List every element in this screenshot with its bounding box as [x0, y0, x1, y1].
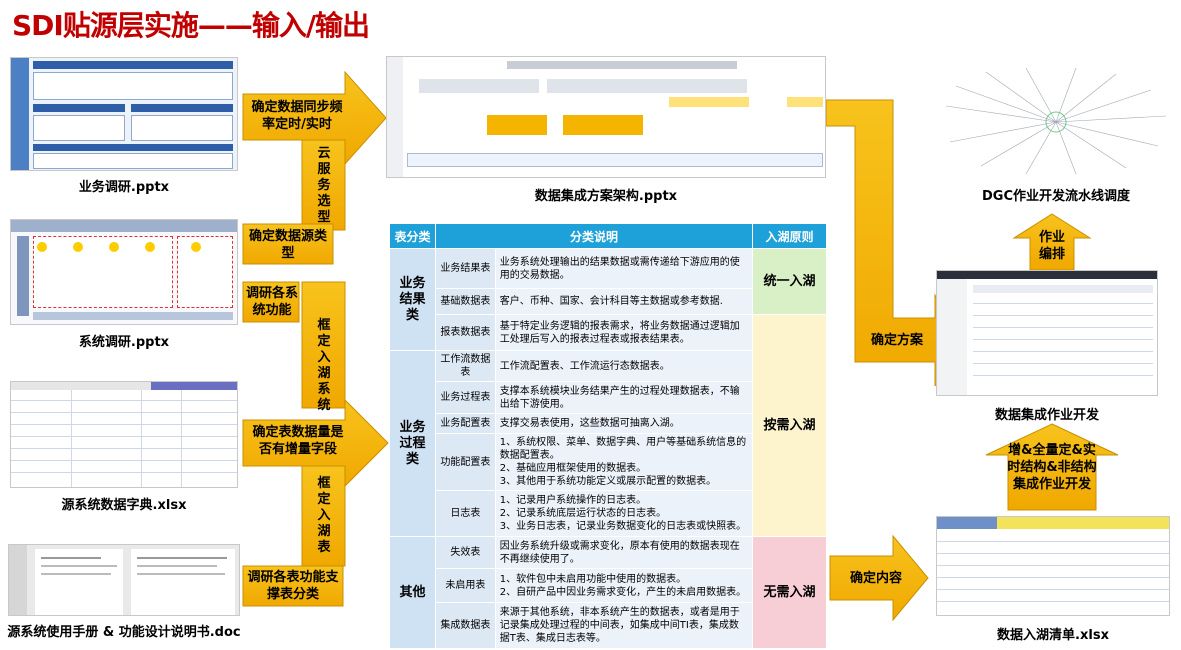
description: 基于特定业务逻辑的报表需求，将业务数据通过逻辑加工处理后写入的报表过程表或报表结…	[494, 314, 754, 351]
classify-tables-label: 调研各表功能支撑表分类	[247, 570, 339, 602]
description: 业务系统处理输出的结果数据或需传递给下游应用的使用的交易数据。	[494, 248, 754, 289]
description: 1、记录用户系统操作的日志表。 2、记录系统底层运行状态的日志表。 3、业务日志…	[494, 490, 754, 537]
system-research-caption: 系统调研.pptx	[78, 335, 170, 350]
rule-ondemand: 按需入湖	[752, 314, 827, 537]
determine-content-arrow	[829, 534, 929, 622]
incr-field-arrow	[242, 398, 389, 488]
sync-freq-arrow	[242, 70, 387, 166]
lake-list-caption: 数据入湖清单.xlsx	[997, 628, 1109, 643]
description: 因业务系统升级或需求变化，原本有使用的数据表现在不再继续使用了。	[494, 536, 754, 569]
table-row: 功能配置表 1、系统权限、菜单、数据字典、用户等基础系统信息的数据配置表。 2、…	[390, 433, 827, 491]
table-row: 日志表 1、记录用户系统操作的日志表。 2、记录系统底层运行状态的日志表。 3、…	[390, 490, 827, 537]
define-systems-bar	[301, 281, 346, 409]
description: 1、软件包中未启用功能中使用的数据表。 2、自研产品中因业务需求变化，产生的未启…	[494, 568, 754, 603]
subcategory: 功能配置表	[434, 433, 496, 491]
integration-dev-thumbnail	[936, 270, 1158, 396]
dgc-caption: DGC作业开发流水线调度	[981, 189, 1130, 204]
header-description: 分类说明	[434, 223, 754, 249]
description: 支撑交易表使用，这些数据可抽离入湖。	[494, 413, 754, 434]
subcategory: 业务配置表	[434, 413, 496, 434]
page-title: SDI贴源层实施——输入/输出	[12, 9, 370, 42]
header-category: 表分类	[389, 223, 436, 249]
description: 工作流配置表、工作流运行态数据表。	[494, 350, 754, 382]
dgc-pipeline-thumbnail	[945, 67, 1167, 175]
determine-content-label: 确定内容	[849, 571, 902, 586]
architecture-caption: 数据集成方案架构.pptx	[534, 189, 678, 204]
description: 来源于其他系统，非本系统产生的数据表，或者是用于记录集成处理过程的中间表，如集成…	[494, 602, 754, 649]
subcategory: 报表数据表	[434, 314, 496, 351]
business-research-thumbnail	[10, 57, 238, 171]
rule-unified: 统一入湖	[752, 248, 827, 315]
table-row: 业务配置表 支撑交易表使用，这些数据可抽离入湖。	[390, 413, 827, 434]
data-dictionary-caption: 源系统数据字典.xlsx	[61, 498, 187, 513]
category-business-process: 业务过程类	[389, 350, 436, 537]
manuals-thumbnail	[8, 544, 240, 616]
research-funcs-label: 调研各系统功能	[246, 286, 299, 318]
source-type-label: 确定数据源类型	[248, 229, 327, 261]
subcategory: 日志表	[434, 490, 496, 537]
description: 客户、币种、国家、会计科目等主数据或参考数据.	[494, 288, 754, 315]
category-business-result: 业务结果类	[389, 248, 436, 351]
integration-arrow	[985, 423, 1119, 511]
table-row: 业务结果类 业务结果表 业务系统处理输出的结果数据或需传递给下游应用的使用的交易…	[389, 248, 827, 351]
subcategory: 基础数据表	[434, 288, 496, 315]
category-other: 其他	[389, 536, 436, 649]
subcategory: 失效表	[434, 536, 496, 569]
incr-field-label: 确定表数据量是否有增量字段	[252, 425, 344, 457]
table-row: 未启用表 1、软件包中未启用功能中使用的数据表。 2、自研产品中因业务需求变化，…	[390, 568, 827, 603]
subcategory: 业务结果表	[434, 248, 496, 289]
integration-label: 增&全量定&实时结构&非结构集成作业开发	[1007, 443, 1097, 492]
description: 1、系统权限、菜单、数据字典、用户等基础系统信息的数据配置表。 2、基础应用框架…	[494, 433, 754, 491]
business-research-caption: 业务调研.pptx	[78, 180, 170, 195]
define-tables-label: 框定入湖表	[317, 476, 331, 555]
table-row: 其他 失效表 因业务系统升级或需求变化，原本有使用的数据表现在不再继续使用了。 …	[389, 536, 827, 649]
rule-none: 无需入湖	[752, 536, 827, 649]
classify-tables-box	[242, 565, 344, 607]
header-rule: 入湖原则	[752, 223, 827, 249]
subcategory: 集成数据表	[434, 602, 496, 649]
subcategory: 业务过程表	[434, 381, 496, 414]
cloud-service-bar	[301, 139, 346, 231]
architecture-thumbnail	[386, 56, 826, 178]
arrange-jobs-label: 作业编排	[1038, 230, 1065, 262]
table-classification: 表分类 分类说明 入湖原则 业务结果类 业务结果表 业务系统处理输出的结果数据或…	[389, 223, 827, 649]
define-systems-label: 框定入湖系统	[317, 318, 331, 413]
manuals-caption: 源系统使用手册 & 功能设计说明书.doc	[7, 625, 241, 640]
determine-plan-label: 确定方案	[870, 333, 923, 348]
description: 支撑本系统模块业务结果产生的过程处理数据表，不输出给下游使用。	[494, 381, 754, 414]
table-row: 集成数据表 来源于其他系统，非本系统产生的数据表，或者是用于记录集成处理过程的中…	[390, 602, 827, 649]
research-funcs-box	[242, 281, 300, 323]
system-research-thumbnail	[10, 219, 238, 325]
lake-list-thumbnail	[936, 516, 1170, 616]
table-row: 基础数据表 客户、币种、国家、会计科目等主数据或参考数据.	[390, 288, 827, 315]
table-row: 报表数据表 基于特定业务逻辑的报表需求，将业务数据通过逻辑加工处理后写入的报表过…	[390, 314, 827, 537]
integration-dev-caption: 数据集成作业开发	[994, 408, 1099, 423]
subcategory: 工作流数据表	[434, 350, 496, 382]
cloud-service-label: 云服务选型	[317, 146, 331, 225]
subcategory: 未启用表	[434, 568, 496, 603]
define-tables-bar	[301, 465, 346, 567]
table-row: 业务过程表 支撑本系统模块业务结果产生的过程处理数据表，不输出给下游使用。	[390, 381, 827, 414]
data-dictionary-thumbnail	[10, 381, 238, 488]
source-type-box	[242, 223, 334, 265]
table-row: 业务过程类 工作流数据表 工作流配置表、工作流运行态数据表。	[389, 350, 827, 537]
sync-freq-label: 确定数据同步频率定时/实时	[251, 100, 343, 132]
